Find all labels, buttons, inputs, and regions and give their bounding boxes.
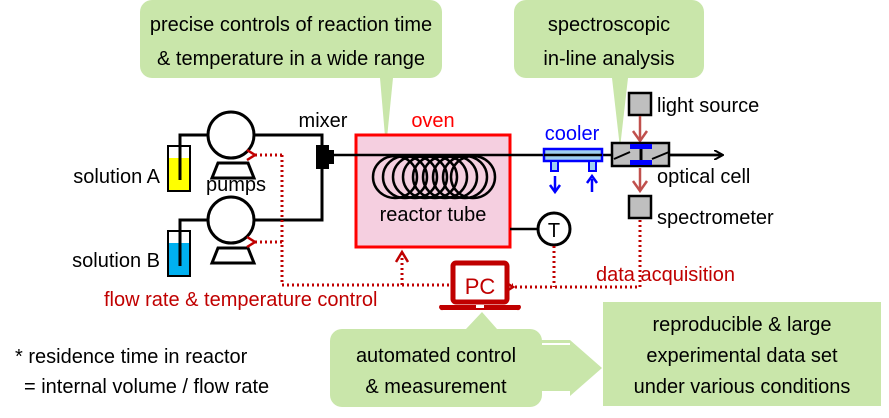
data-acquisition-label: data acquisition xyxy=(596,264,735,286)
pump-b-icon xyxy=(206,195,257,265)
mixer-icon xyxy=(316,145,334,169)
oven-label: oven xyxy=(411,110,454,132)
callout-reaction-control-line2: & temperature in a wide range xyxy=(157,48,425,70)
optical-cell-icon xyxy=(610,141,671,168)
spectrometer-icon xyxy=(627,194,653,220)
flow-temp-control-label: flow rate & temperature control xyxy=(104,289,377,311)
callout-outcome: reproducible & large experimental data s… xyxy=(603,302,881,406)
callout-inline-analysis: spectroscopic in-line analysis xyxy=(514,0,704,148)
reactor-coil-icon xyxy=(371,154,497,200)
callout-inline-analysis-line2: in-line analysis xyxy=(543,48,674,70)
callout-automation: automated control & measurement xyxy=(330,312,542,407)
callout-outcome-line1: reproducible & large xyxy=(653,314,832,336)
callout-reaction-control: precise controls of reaction time & temp… xyxy=(140,0,442,148)
spectrometer-label: spectrometer xyxy=(657,207,774,229)
inlet-tube-b xyxy=(178,218,208,266)
optical-cell-label: optical cell xyxy=(657,166,750,188)
callout-outcome-line3: under various conditions xyxy=(634,376,851,398)
pumps-label: pumps xyxy=(206,174,266,196)
note-line2: = internal volume / flow rate xyxy=(24,376,269,398)
thermometer-icon xyxy=(536,211,572,247)
pump-outlet-lines xyxy=(254,133,324,222)
solution-a-label: solution A xyxy=(73,166,160,188)
inlet-tube-a xyxy=(178,133,208,180)
callout-automation-line1: automated control xyxy=(356,345,516,367)
oven-control-arrowhead xyxy=(394,249,410,263)
light-source-icon xyxy=(627,91,653,117)
outcome-arrow xyxy=(540,340,602,396)
pump-a-icon xyxy=(206,110,257,180)
solution-a xyxy=(167,133,208,192)
thermometer-label: T xyxy=(548,220,560,242)
callout-automation-line2: & measurement xyxy=(365,376,507,398)
callout-outcome-line2: experimental data set xyxy=(646,345,838,367)
note-line1: * residence time in reactor xyxy=(15,346,248,368)
solution-b-label: solution B xyxy=(72,250,160,272)
cooler-label: cooler xyxy=(545,123,600,145)
reactor-tube-label: reactor tube xyxy=(380,204,487,226)
control-lines xyxy=(255,155,642,287)
callout-inline-analysis-line1: spectroscopic xyxy=(548,14,670,36)
callout-reaction-control-line1: precise controls of reaction time xyxy=(150,14,432,36)
mixer-label: mixer xyxy=(299,110,348,132)
pc-label: PC xyxy=(465,274,496,299)
pc-laptop-icon xyxy=(439,260,521,311)
light-source-label: light source xyxy=(657,95,759,117)
solution-b xyxy=(167,218,208,277)
